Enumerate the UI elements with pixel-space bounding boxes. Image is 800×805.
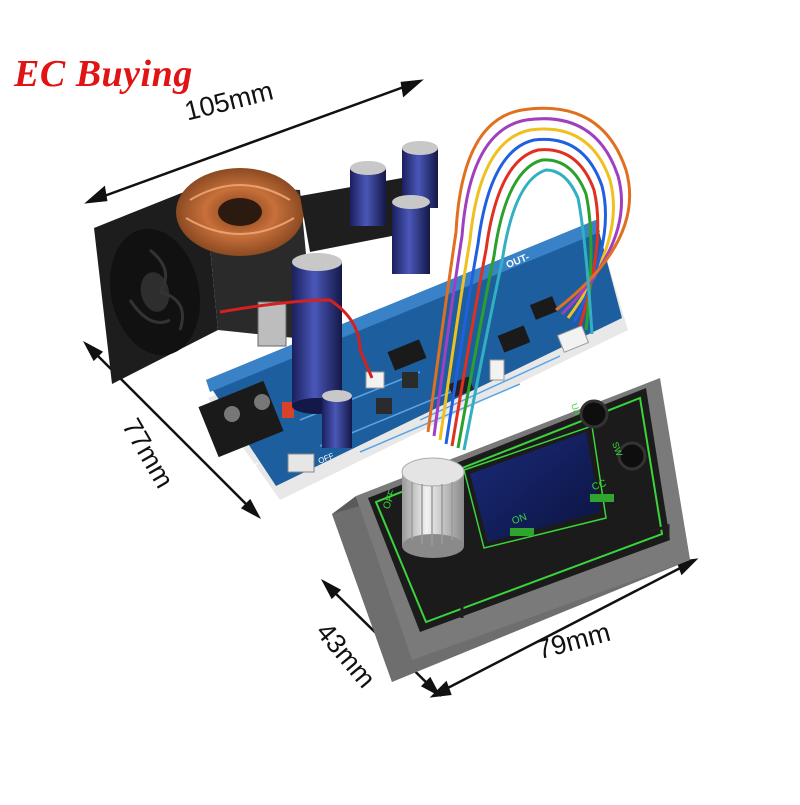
mosfet <box>257 301 287 347</box>
ribbon-cable <box>426 106 632 451</box>
capacitor-small <box>322 390 352 448</box>
dimension-arrow-105 <box>84 79 424 204</box>
toroid-inductor <box>176 168 304 256</box>
rotary-knob[interactable] <box>401 457 465 558</box>
fan-wire <box>219 298 374 379</box>
power-switch <box>287 453 315 473</box>
capacitor-top-3 <box>392 195 430 274</box>
panel-outline <box>374 396 664 624</box>
cc-indicator <box>590 494 614 502</box>
capacitor-top-1 <box>350 161 386 226</box>
sw-button[interactable] <box>617 441 647 471</box>
brand-logo: EC Buying <box>14 53 193 95</box>
ui-button[interactable] <box>579 399 609 429</box>
display-module <box>332 378 690 682</box>
capacitor-large <box>292 253 342 414</box>
lcd-screen <box>470 432 600 542</box>
input-terminal <box>198 380 294 458</box>
on-indicator <box>510 528 534 536</box>
